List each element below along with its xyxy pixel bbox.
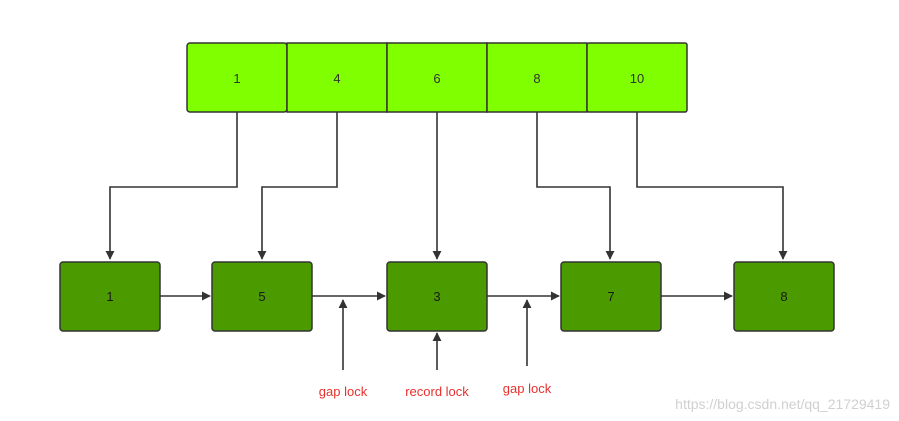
- index-key-6: 6: [433, 71, 440, 86]
- lock-arrows: [338, 299, 532, 370]
- index-key-8: 8: [533, 71, 540, 86]
- connector-1: [105, 112, 238, 260]
- index-cell-8: [486, 42, 588, 113]
- record-value-5: 8: [780, 289, 787, 304]
- record-value-2: 5: [258, 289, 265, 304]
- record-box-5: [733, 261, 835, 332]
- gap-lock-label-left: gap lock: [319, 384, 368, 399]
- index-connectors: [105, 112, 788, 260]
- connector-10: [636, 112, 788, 260]
- record-value-1: 1: [106, 289, 113, 304]
- index-node: 1 4 6 8 10: [186, 42, 688, 113]
- record-value-4: 7: [607, 289, 614, 304]
- record-lock-label: record lock: [405, 384, 469, 399]
- connector-4: [257, 112, 338, 260]
- index-cell-4: [286, 42, 388, 113]
- watermark-text: https://blog.csdn.net/qq_21729419: [675, 396, 890, 412]
- connector-8: [536, 112, 615, 260]
- record-row: 1 5 3 7 8: [59, 261, 835, 332]
- index-key-1: 1: [233, 71, 240, 86]
- index-cell-6: [386, 42, 488, 113]
- index-key-10: 10: [630, 71, 644, 86]
- gap-lock-label-right: gap lock: [503, 381, 552, 396]
- index-key-4: 4: [333, 71, 340, 86]
- record-value-3: 3: [433, 289, 440, 304]
